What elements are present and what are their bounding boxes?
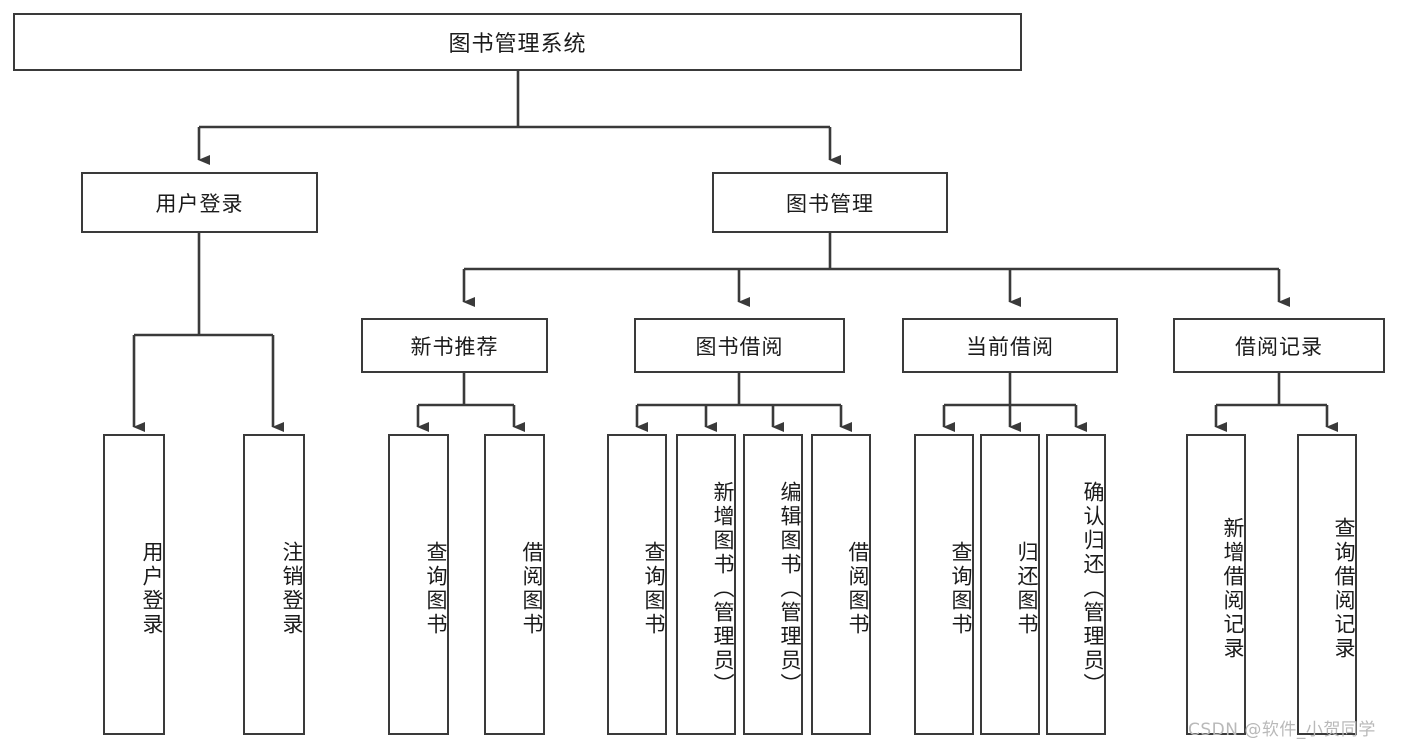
node-current-borrow[interactable]: 当前借阅: [902, 318, 1118, 373]
leaf-book-borrow-add[interactable]: 新增图书（管理员）: [676, 434, 736, 735]
leaf-user-login-login[interactable]: 用户登录: [103, 434, 165, 735]
leaf-book-borrow-edit[interactable]: 编辑图书（管理员）: [743, 434, 803, 735]
leaf-borrow-record-query[interactable]: 查询借阅记录: [1297, 434, 1357, 735]
csdn-watermark: CSDN @软件_小贺同学: [1188, 720, 1376, 740]
leaf-new-book-borrow[interactable]: 借阅图书: [484, 434, 545, 735]
leaf-borrow-record-add[interactable]: 新增借阅记录: [1186, 434, 1246, 735]
node-new-book-recommend[interactable]: 新书推荐: [361, 318, 548, 373]
leaf-current-borrow-query[interactable]: 查询图书: [914, 434, 974, 735]
leaf-current-borrow-return[interactable]: 归还图书: [980, 434, 1040, 735]
node-user-login[interactable]: 用户登录: [81, 172, 318, 233]
node-book-borrow[interactable]: 图书借阅: [634, 318, 845, 373]
leaf-new-book-query[interactable]: 查询图书: [388, 434, 449, 735]
leaf-user-login-logout[interactable]: 注销登录: [243, 434, 305, 735]
node-root-system[interactable]: 图书管理系统: [13, 13, 1022, 71]
node-borrow-record[interactable]: 借阅记录: [1173, 318, 1385, 373]
leaf-book-borrow-borrow[interactable]: 借阅图书: [811, 434, 871, 735]
leaf-current-borrow-confirm-return[interactable]: 确认归还（管理员）: [1046, 434, 1106, 735]
node-book-management[interactable]: 图书管理: [712, 172, 948, 233]
leaf-book-borrow-query[interactable]: 查询图书: [607, 434, 667, 735]
